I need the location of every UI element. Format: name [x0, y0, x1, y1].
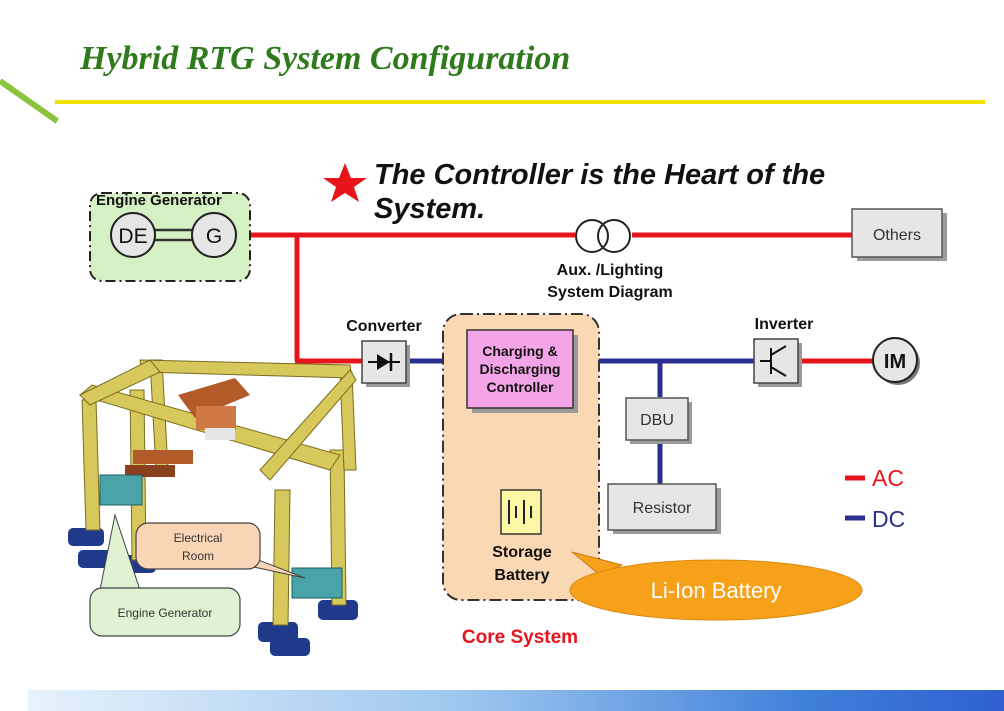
dbu-box [625, 397, 689, 441]
headline-line1: The Controller is the Heart of the [374, 159, 825, 191]
crane-trolley [125, 378, 250, 477]
battery-icon [500, 489, 542, 535]
li-ion-label: Li-Ion Battery [651, 578, 782, 603]
headline: The Controller is the Heart of the Syste… [323, 159, 825, 225]
page-title: Hybrid RTG System Configuration [80, 40, 571, 77]
electrical-room-callout [135, 522, 261, 570]
engine-generator-callout [89, 587, 241, 637]
crane-electrical-room [291, 567, 343, 599]
crane-illustration: Electrical Room Engine Generator [68, 359, 358, 656]
star-icon [323, 163, 367, 202]
engine-generator-label: Engine Generator [96, 192, 222, 209]
aux-label-line1: Aux. /Lighting [557, 262, 664, 279]
diode-icon [368, 353, 400, 371]
g-circle [191, 212, 237, 258]
title-underline [55, 100, 985, 104]
core-system-label: Core System [462, 627, 578, 648]
controller-line3: Controller [487, 379, 554, 395]
de-label: DE [118, 225, 147, 248]
controller-line2: Discharging [480, 361, 561, 377]
battery-cells [508, 500, 532, 524]
bottom-gradient-bar [28, 690, 1004, 711]
transformer-icon [575, 219, 631, 253]
battery-line1: Storage [492, 544, 552, 561]
engine-generator-callout-label: Engine Generator [118, 606, 213, 620]
aux-label-line2: System Diagram [547, 284, 672, 301]
others-label: Others [873, 227, 921, 244]
im-circle [872, 337, 918, 383]
inverter-label: Inverter [755, 316, 814, 333]
controller-line1: Charging & [482, 343, 557, 359]
li-ion-callout: Li-Ion Battery [569, 551, 863, 621]
headline-line2: System. [374, 193, 485, 225]
g-label: G [206, 225, 222, 248]
transistor-icon [760, 345, 787, 377]
im-label: IM [884, 351, 906, 373]
converter-label: Converter [346, 318, 422, 335]
legend: AC DC [845, 465, 905, 532]
ac-lines [240, 232, 874, 364]
battery-line2: Battery [494, 567, 549, 584]
de-circle [110, 212, 156, 258]
controller-box [466, 329, 574, 409]
resistor-label: Resistor [633, 500, 692, 517]
crane-engine-room [99, 474, 143, 506]
dbu-label: DBU [640, 412, 674, 429]
legend-ac-label: AC [872, 465, 904, 491]
legend-dc-label: DC [872, 506, 905, 532]
resistor-box [607, 483, 717, 531]
electrical-room-line1: Electrical [174, 531, 223, 545]
engine-generator: Engine Generator DE G [89, 192, 251, 282]
electrical-room-line2: Room [182, 549, 214, 563]
others-box [851, 208, 943, 258]
